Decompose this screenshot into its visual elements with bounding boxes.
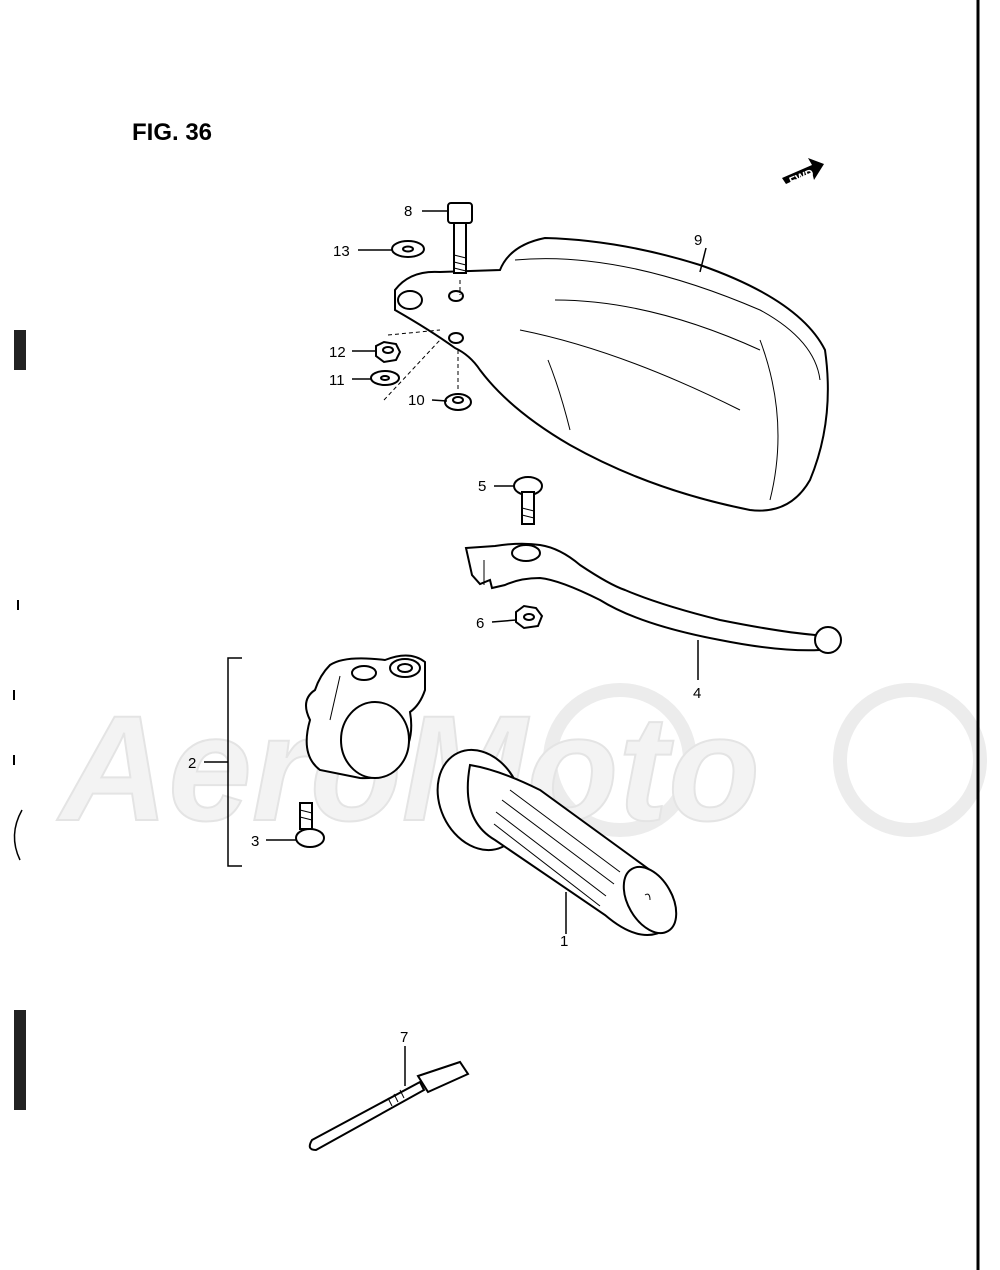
handlebar-grip [436,748,678,936]
nut-12 [375,340,402,364]
callout-13: 13 [333,243,350,260]
bolt-5 [513,476,543,525]
callout-10: 10 [408,392,425,409]
cable-tie [308,1060,470,1152]
callout-5: 5 [478,478,486,495]
callout-9: 9 [694,232,702,249]
callout-2: 2 [188,755,196,772]
callouts: 8 13 9 12 11 10 5 6 4 2 3 1 7 [188,203,702,1046]
callout-1: 1 [560,933,568,950]
callout-12: 12 [329,344,346,361]
callout-4: 4 [693,685,701,702]
assembly-lines [383,280,461,401]
svg-text:FWD: FWD [788,167,816,188]
callout-11: 11 [329,372,345,389]
nut-6 [515,604,544,630]
hand-guard [394,236,829,512]
figure-title: FIG. 36 [132,119,212,146]
leader-lines [204,210,707,1086]
callout-6: 6 [476,615,484,632]
left-edge-marks [13,330,26,1110]
callout-3: 3 [251,833,259,850]
bolt-8 [447,202,473,274]
callout-8: 8 [404,203,412,220]
clutch-lever [464,542,842,654]
callout-7: 7 [400,1029,408,1046]
fwd-arrow-icon: FWD [782,158,824,188]
clamp-housing [305,654,426,780]
screw-3 [295,802,325,848]
nut-10 [444,393,472,411]
